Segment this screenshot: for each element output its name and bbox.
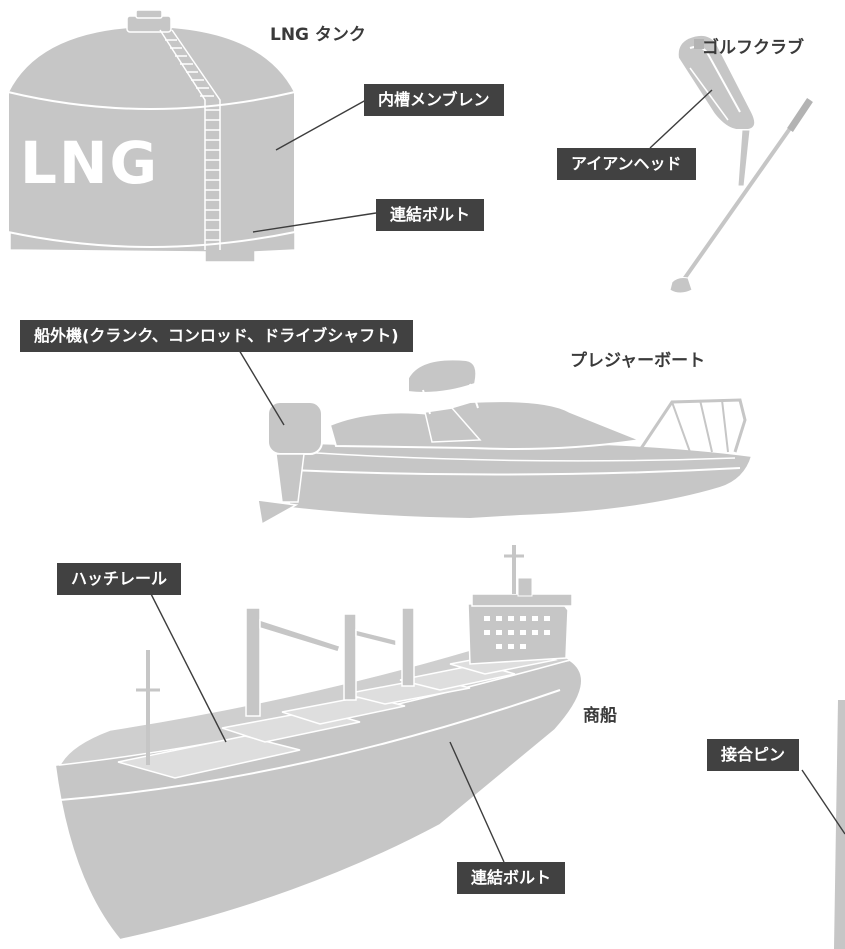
golf-club-illustration xyxy=(669,33,813,294)
label-inner-membrane: 内槽メンブレン xyxy=(364,84,504,116)
outboard-motor-cowling xyxy=(267,401,323,455)
label-hull-connecting-bolt: 連結ボルト xyxy=(457,862,566,894)
outboard-motor-propeller xyxy=(257,499,299,526)
golf-club-head xyxy=(669,277,693,294)
leader-line-tank-bolt xyxy=(252,212,377,233)
boat-bow-rail-inner xyxy=(671,399,729,453)
merchant-ship-title: 商船 xyxy=(583,706,617,726)
leader-line-hatch-rail xyxy=(147,587,227,743)
joint-pin-structure xyxy=(834,700,845,949)
ship-funnel xyxy=(517,577,533,597)
golf-grip xyxy=(787,98,813,132)
leader-line-hull-bolt xyxy=(449,741,505,863)
boat-cabin xyxy=(328,400,644,450)
golf-club-title: ゴルフクラブ xyxy=(702,38,804,58)
boat-bimini-pole-left xyxy=(422,389,431,415)
label-joint-pin: 接合ピン xyxy=(707,739,800,771)
leader-line-inner-membrane xyxy=(275,99,367,151)
iron-head-badge xyxy=(694,39,704,49)
iron-head-sole xyxy=(689,67,729,121)
golf-shaft xyxy=(680,98,812,284)
boat-gunwale xyxy=(299,451,736,462)
boat-bimini-top xyxy=(407,358,478,394)
boat-deck-line xyxy=(289,467,741,476)
lng-tank-roof-seam xyxy=(7,91,296,110)
merchant-ship-illustration xyxy=(53,545,583,942)
pleasure-boat-illustration xyxy=(257,358,754,526)
lng-tank-illustration: LNG xyxy=(7,9,296,263)
ship-hull-sheer-line xyxy=(59,689,561,801)
leader-line-iron-head xyxy=(649,89,713,149)
pleasure-boat-title: プレジャーボート xyxy=(570,351,706,371)
ship-superstructure xyxy=(467,599,569,665)
label-tank-connecting-bolt: 連結ボルト xyxy=(376,199,485,231)
iron-hosel xyxy=(737,129,751,187)
lng-tank-title: LNG タンク xyxy=(270,25,366,45)
leader-lines xyxy=(147,89,845,863)
lng-tank-stairway xyxy=(159,29,221,250)
lng-tank-dome-cap xyxy=(135,9,163,19)
lng-tank-logo-text: LNG xyxy=(20,129,159,197)
boat-hull xyxy=(278,440,754,521)
lng-tank-body xyxy=(7,24,296,248)
boat-bow-rail xyxy=(638,398,747,453)
label-hatch-rail: ハッチレール xyxy=(57,563,182,595)
leader-line-outboard-motor xyxy=(235,344,285,426)
outboard-motor-leg xyxy=(275,453,305,503)
boat-windshield xyxy=(424,407,482,443)
ship-bridge-windows xyxy=(484,616,550,649)
ship-cranes xyxy=(245,607,415,717)
label-outboard-motor: 船外機(クランク、コンロッド、ドライブシャフト) xyxy=(20,320,413,352)
leader-line-joint-pin xyxy=(801,769,845,835)
boat-bimini-pole-right xyxy=(469,383,479,409)
label-iron-head: アイアンヘッド xyxy=(557,148,696,180)
